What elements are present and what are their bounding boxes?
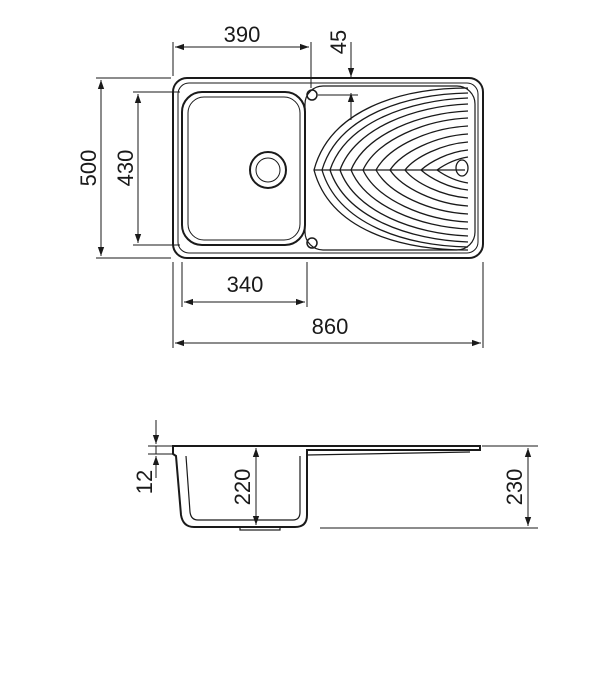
dim-bowl-length: 340 (181, 262, 308, 307)
drainer-ribs (304, 85, 476, 251)
drain-inner (255, 157, 281, 183)
top-view: 390 45 500 430 340 (76, 22, 484, 348)
section-drainer-surface (306, 451, 471, 456)
dim-340-label: 340 (227, 272, 264, 297)
section-profile-outer (172, 445, 481, 528)
bowl-inner-outline (187, 96, 301, 241)
dim-tap-hole-inset: 45 (318, 30, 358, 120)
dim-390-label: 390 (224, 22, 261, 47)
sink-inner-rim (177, 82, 479, 254)
dim-overall-depth: 500 (76, 77, 171, 259)
section-profile-inner (185, 455, 301, 521)
tap-hole-top (306, 89, 318, 101)
dim-860-label: 860 (312, 314, 349, 339)
dim-500-label: 500 (76, 150, 101, 187)
section-drain-outlet (239, 526, 281, 531)
dim-bowl-depth: 430 (113, 91, 180, 246)
dim-430-label: 430 (113, 150, 138, 187)
section-view: 12 220 230 (132, 420, 538, 531)
dim-rim-thickness: 12 (132, 420, 172, 494)
dim-overall-length: 860 (172, 262, 484, 348)
drain-outer (249, 151, 287, 189)
dim-total-height: 230 (320, 445, 538, 529)
tap-hole-bottom (306, 237, 318, 249)
sink-outer-outline (172, 77, 484, 259)
dim-tap-hole-offset: 390 (172, 22, 312, 88)
dim-bowl-height: 220 (230, 448, 260, 525)
dim-12-label: 12 (132, 470, 157, 494)
dim-230-label: 230 (502, 469, 527, 506)
dim-220-label: 220 (230, 469, 255, 506)
dim-45-label: 45 (326, 30, 351, 54)
